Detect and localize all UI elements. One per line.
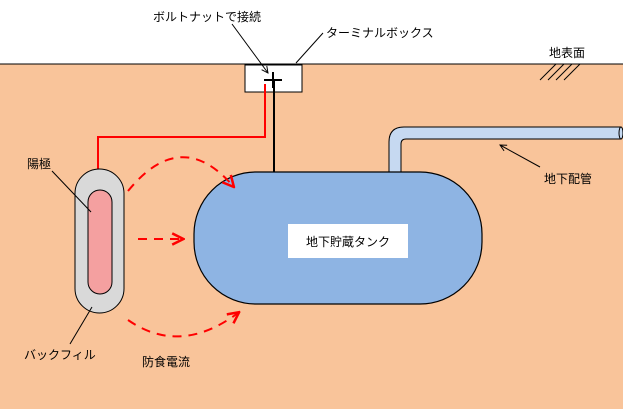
label-ground-surface: 地表面 [549, 46, 586, 60]
current-arrow-top [127, 156, 233, 192]
label-underground-pipe: 地下配管 [544, 172, 593, 186]
leader-anode [51, 170, 92, 213]
label-bolt-nut: ボルトナットで接続 [153, 10, 262, 24]
anode-lead-wire [97, 84, 266, 195]
label-terminal-box: ターミナルボックス [326, 26, 434, 40]
leader-terminal-box [295, 32, 324, 64]
current-arrow-bottom [127, 313, 238, 338]
pipe-end [618, 126, 623, 140]
leader-pipe [500, 145, 541, 168]
leader-bolt-nut [231, 23, 268, 73]
label-underground-tank: 地下貯蔵タンク [288, 224, 408, 258]
label-backfill: バックフィル [24, 348, 96, 362]
leader-backfill [69, 306, 93, 345]
label-anode: 陽極 [27, 157, 52, 171]
anode-shape [87, 189, 113, 295]
bolt-nut-icon [264, 72, 282, 88]
ground-hatch-icon [539, 63, 581, 81]
label-protective-current: 防食電流 [142, 355, 191, 369]
